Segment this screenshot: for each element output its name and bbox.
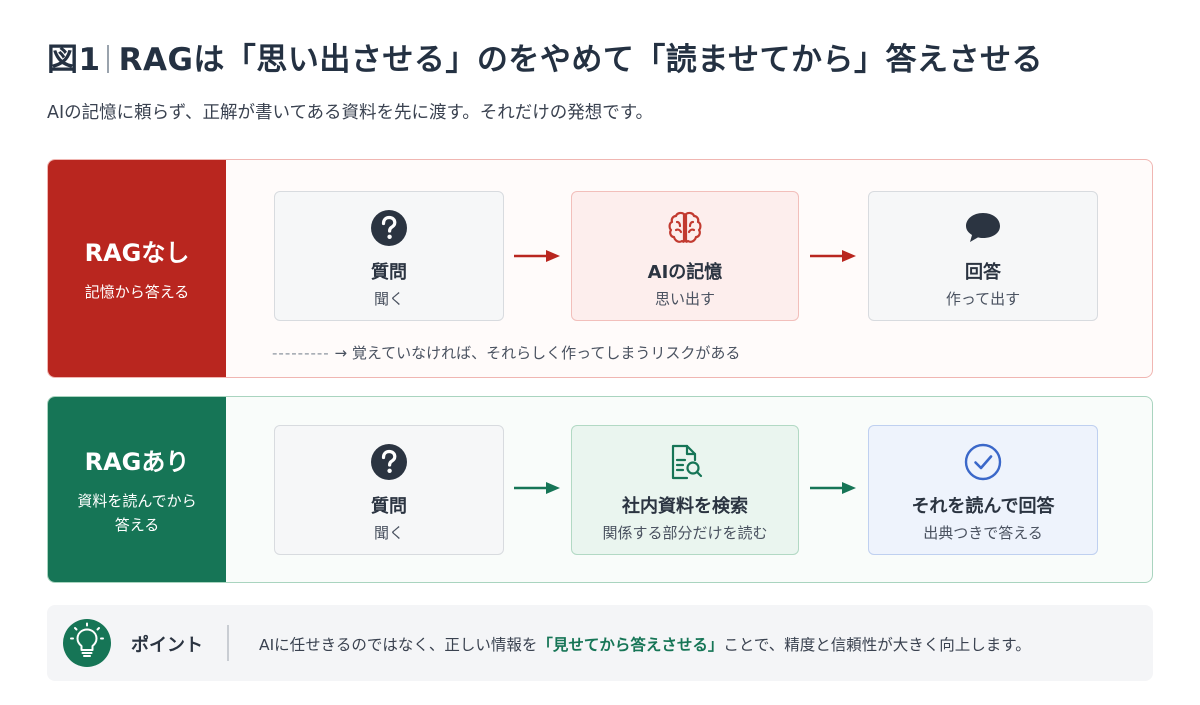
page-title: 図1 RAGは「思い出させる」のをやめて「読ませてから」答えさせる <box>47 34 1043 79</box>
without-rag-panel: RAGなし 記憶から答える 質問 聞く AIの記憶 思い出す <box>47 159 1153 378</box>
step-subtitle: 関係する部分だけを読む <box>602 524 768 542</box>
step-subtitle: 作って出す <box>945 290 1021 308</box>
with-rag-step-question: 質問 聞く <box>274 425 504 555</box>
step-title: 質問 <box>371 496 407 517</box>
without-rag-step-answer: 回答 作って出す <box>868 191 1098 321</box>
point-label: ポイント <box>131 635 203 656</box>
with-rag-step-search: 社内資料を検索 関係する部分だけを読む <box>571 425 799 555</box>
point-text-before: AIに任せきるのではなく、正しい情報を <box>259 636 538 654</box>
point-text-emphasis: 「見せてから答えさせる」 <box>537 636 724 654</box>
page-subtitle: AIの記憶に頼らず、正解が書いてある資料を先に渡す。それだけの発想です。 <box>47 103 654 123</box>
document-search-icon <box>671 444 703 480</box>
step-title: 社内資料を検索 <box>622 496 748 517</box>
brain-icon <box>668 211 702 243</box>
with-rag-panel: RAGあり 資料を読んでから 答える 質問 聞く <box>47 396 1153 583</box>
title-separator <box>106 45 109 73</box>
step-subtitle: 聞く <box>373 524 404 542</box>
question-icon <box>371 444 407 480</box>
without-rag-label-block: RAGなし 記憶から答える <box>48 160 226 377</box>
arrow-right-icon <box>514 250 560 262</box>
step-subtitle: 出典つきで答える <box>923 524 1043 542</box>
step-title: AIの記憶 <box>647 262 723 283</box>
without-rag-subtitle: 記憶から答える <box>84 283 190 301</box>
with-rag-title: RAGあり <box>84 448 190 476</box>
with-rag-subtitle-line2: 答える <box>114 516 160 534</box>
figure-number: 図1 <box>47 42 101 78</box>
check-circle-icon <box>964 443 1002 481</box>
without-rag-step-question: 質問 聞く <box>274 191 504 321</box>
risk-note: --------- → 覚えていなければ、それらしく作ってしまうリスクがある <box>272 342 740 363</box>
point-text-after: ことで、精度と信頼性が大きく向上します。 <box>723 636 1031 654</box>
with-rag-step-answer: それを読んで回答 出典つきで答える <box>868 425 1098 555</box>
with-rag-subtitle-line1: 資料を読んでから <box>77 492 197 510</box>
step-subtitle: 聞く <box>373 290 404 308</box>
point-divider <box>227 625 229 661</box>
point-text: AIに任せきるのではなく、正しい情報を「見せてから答えさせる」ことで、精度と信頼… <box>259 633 1031 655</box>
question-icon <box>371 210 407 246</box>
with-rag-label-block: RAGあり 資料を読んでから 答える <box>48 397 226 582</box>
note-dash: --------- <box>272 344 330 362</box>
with-rag-subtitle: 資料を読んでから 答える <box>77 489 196 537</box>
lightbulb-icon <box>63 619 111 667</box>
arrow-right-icon <box>810 482 856 494</box>
note-text: → 覚えていなければ、それらしく作ってしまうリスクがある <box>334 344 741 362</box>
step-title: 回答 <box>965 262 1001 283</box>
arrow-right-icon <box>514 482 560 494</box>
title-text: RAGは「思い出させる」のをやめて「読ませてから」答えさせる <box>118 42 1043 78</box>
without-rag-step-memory: AIの記憶 思い出す <box>571 191 799 321</box>
step-title: 質問 <box>371 262 407 283</box>
point-callout: ポイント AIに任せきるのではなく、正しい情報を「見せてから答えさせる」ことで、… <box>47 605 1153 681</box>
arrow-right-icon <box>810 250 856 262</box>
speech-bubble-icon <box>966 213 1000 242</box>
step-subtitle: 思い出す <box>654 290 715 308</box>
without-rag-title: RAGなし <box>84 239 190 267</box>
step-title: それを読んで回答 <box>911 496 1055 517</box>
